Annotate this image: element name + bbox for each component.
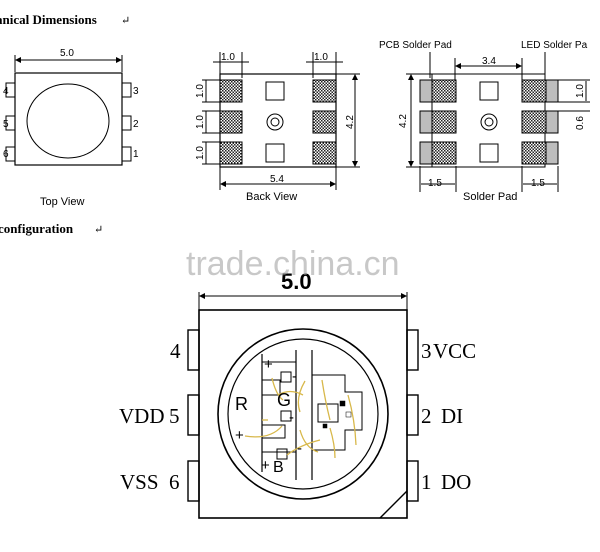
top-view-diagram bbox=[5, 55, 132, 166]
paragraph-mark-icon: ↵ bbox=[121, 15, 130, 27]
back-view-pad-pitch-1: 1.0 bbox=[195, 84, 206, 98]
back-view-pad-pitch-3: 1.0 bbox=[195, 146, 206, 160]
pin-5-name: VDD bbox=[119, 404, 165, 428]
pin-6-name: VSS bbox=[120, 470, 159, 494]
solder-pad-width-left-label: 1.5 bbox=[428, 178, 442, 189]
solder-pad-gap-small-label: 0.6 bbox=[575, 116, 586, 130]
pcb-solder-pad-label: PCB Solder Pad bbox=[379, 40, 452, 51]
solder-pad-height-label: 4.2 bbox=[398, 114, 409, 128]
watermark-text: trade.china.cn bbox=[186, 245, 400, 283]
led-solder-pad-label: LED Solder Pa bbox=[521, 40, 588, 51]
die-label-b: B bbox=[273, 459, 284, 476]
pin-config-package bbox=[187, 292, 419, 519]
pin-3-label: 3 bbox=[421, 339, 432, 363]
die-label-minus-top: - bbox=[292, 368, 297, 385]
mech-dimensions-heading: anical Dimensions bbox=[0, 12, 97, 27]
back-view-pad-left-width: 1.0 bbox=[221, 52, 235, 63]
pin-5-label: 5 bbox=[169, 404, 180, 428]
die-label-minus-bottom: - bbox=[297, 440, 302, 457]
pin-configuration-heading: configuration bbox=[0, 221, 74, 236]
back-view-pad-right-width: 1.0 bbox=[314, 52, 328, 63]
pin-3-name: VCC bbox=[433, 339, 476, 363]
pin-2-name: DI bbox=[441, 404, 463, 428]
back-view-height-label: 4.2 bbox=[345, 115, 356, 129]
top-view-pin-4: 4 bbox=[3, 86, 9, 97]
back-view-caption: Back View bbox=[246, 191, 297, 203]
pin-4-label: 4 bbox=[170, 339, 181, 363]
pin-2-label: 2 bbox=[421, 404, 432, 428]
pin-1-label: 1 bbox=[421, 470, 432, 494]
top-view-pin-3: 3 bbox=[133, 86, 139, 97]
back-view-diagram bbox=[202, 52, 360, 190]
back-view-length-label: 5.4 bbox=[270, 174, 284, 185]
die-label-plus-top: + bbox=[264, 356, 273, 373]
top-view-caption: Top View bbox=[40, 196, 84, 208]
back-view-pad-pitch-2: 1.0 bbox=[195, 115, 206, 129]
pin-6-label: 6 bbox=[169, 470, 180, 494]
top-view-pin-6: 6 bbox=[3, 149, 9, 160]
top-view-pin-5: 5 bbox=[3, 119, 9, 130]
top-view-width-label: 5.0 bbox=[60, 48, 74, 59]
top-view-pin-1: 1 bbox=[133, 149, 139, 160]
solder-pad-caption: Solder Pad bbox=[463, 191, 517, 203]
die-label-plus-mid: + bbox=[235, 427, 244, 444]
solder-pad-width-right-label: 1.5 bbox=[531, 178, 545, 189]
solder-pad-gap-label: 3.4 bbox=[482, 56, 496, 67]
die-label-minus-mid: - bbox=[289, 409, 294, 426]
top-view-pin-2: 2 bbox=[133, 119, 139, 130]
paragraph-mark-icon: ↵ bbox=[94, 224, 103, 236]
die-label-plus-bottom: + bbox=[261, 457, 270, 474]
solder-pad-diagram bbox=[406, 52, 590, 192]
bond-wires bbox=[244, 377, 357, 459]
pin-1-name: DO bbox=[441, 470, 471, 494]
pin-config-width-label: 5.0 bbox=[281, 269, 312, 294]
die-label-r: R bbox=[235, 394, 248, 414]
die-label-g: G bbox=[277, 390, 291, 410]
solder-pad-length-label: 1.0 bbox=[575, 84, 586, 98]
